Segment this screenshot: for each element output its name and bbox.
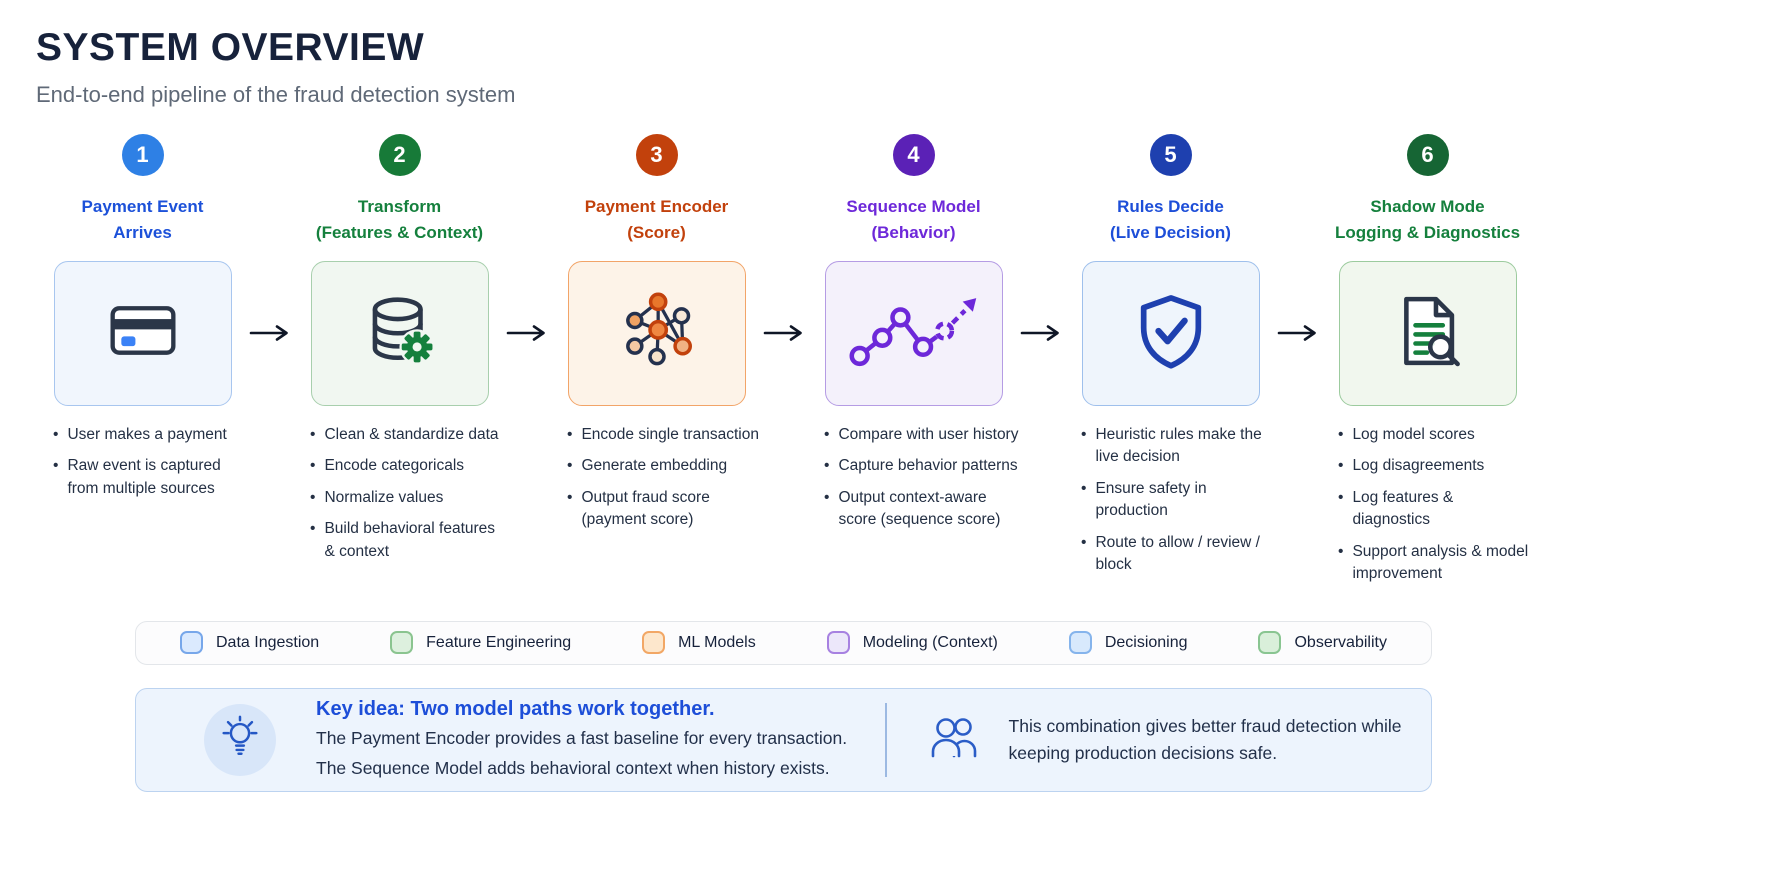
stage-number-badge: 1 — [121, 134, 164, 176]
legend-item-observability: Observability — [1258, 631, 1387, 655]
stage-title: Payment Event Arrives — [81, 197, 204, 242]
key-idea-banner: Key idea: Two model paths work together.… — [135, 687, 1432, 792]
people-icon — [925, 714, 985, 765]
flow-arrow-icon — [1277, 324, 1321, 342]
legend-swatch — [642, 631, 666, 655]
legend-bar: Data Ingestion Feature Engineering ML Mo… — [135, 620, 1432, 665]
stage-number-badge: 4 — [892, 134, 935, 176]
trend-chart-icon — [848, 288, 980, 379]
legend-item-modeling-context: Modeling (Context) — [826, 631, 998, 655]
banner-right-text: This combination gives better fraud dete… — [1008, 715, 1402, 763]
stage-bullets: •Compare with user history •Capture beha… — [807, 424, 1020, 541]
bullet-item: •Log disagreements — [1338, 457, 1485, 475]
stage-number-badge: 5 — [1149, 134, 1192, 176]
banner-divider — [885, 702, 887, 777]
stage-rules-decide: 5 Rules Decide (Live Decision) •Heuristi… — [1064, 134, 1277, 586]
stage-sequence-model: 4 Sequence Model (Behavior) — [807, 134, 1020, 541]
document-search-icon — [1387, 290, 1469, 377]
stage-title: Payment Encoder (Score) — [584, 197, 729, 242]
stage-number-badge: 3 — [635, 134, 678, 176]
flow-arrow-icon — [763, 324, 807, 342]
lightbulb-icon — [217, 714, 263, 765]
stage-card — [1338, 261, 1517, 406]
database-gear-icon — [359, 290, 441, 377]
bullet-item: •Build behavioral features & context — [310, 520, 496, 560]
lightbulb-badge — [204, 703, 276, 776]
bullet-item: •Output fraud score (payment score) — [567, 488, 710, 529]
flow-arrow-icon — [249, 324, 293, 342]
bullet-item: •Raw event is captured from multiple sou… — [53, 457, 221, 497]
shield-check-icon — [1130, 290, 1212, 377]
key-idea-line-1: The Payment Encoder provides a fast base… — [316, 728, 848, 749]
bullet-item: •Output context-aware score (sequence sc… — [824, 488, 1001, 529]
page-title: SYSTEM OVERVIEW — [36, 26, 425, 69]
stage-card — [53, 261, 232, 406]
key-idea-heading: Key idea: Two model paths work together. — [316, 698, 715, 721]
legend-swatch — [1068, 631, 1092, 655]
bullet-item: •Encode categoricals — [310, 457, 465, 475]
stage-title: Rules Decide (Live Decision) — [1110, 197, 1231, 242]
stage-title: Sequence Model (Behavior) — [846, 197, 981, 242]
stage-title: Transform (Features & Context) — [315, 197, 484, 242]
bullet-item: •Log model scores — [1338, 426, 1475, 443]
legend-item-data-ingestion: Data Ingestion — [180, 631, 319, 655]
bullet-item: •Log features & diagnostics — [1338, 488, 1454, 529]
bullet-item: •Heuristic rules make the live decision — [1081, 426, 1262, 466]
legend-swatch — [826, 631, 850, 655]
bullet-item: •Generate embedding — [567, 457, 728, 475]
bullet-item: •Encode single transaction — [567, 426, 759, 443]
legend-item-feature-engineering: Feature Engineering — [390, 631, 571, 655]
stage-bullets: •Clean & standardize data •Encode catego… — [293, 424, 506, 572]
stage-number-badge: 6 — [1406, 134, 1449, 176]
stage-payment-event: 1 Payment Event Arrives •User makes a pa… — [36, 134, 249, 509]
bullet-item: •Ensure safety in production — [1081, 479, 1207, 520]
stage-card — [310, 261, 489, 406]
neural-network-icon — [615, 289, 699, 378]
bullet-item: •Clean & standardize data — [310, 426, 499, 443]
stage-card — [1081, 261, 1260, 406]
key-idea-line-2: The Sequence Model adds behavioral conte… — [316, 758, 830, 779]
legend-item-ml-models: ML Models — [642, 631, 756, 655]
legend-swatch — [390, 631, 414, 655]
stage-shadow-mode: 6 Shadow Mode Logging & Diagnostics — [1321, 134, 1534, 595]
stage-number-badge: 2 — [378, 134, 421, 176]
credit-card-icon — [104, 292, 182, 375]
key-idea-text: Key idea: Two model paths work together.… — [316, 698, 871, 782]
stage-bullets: •Log model scores •Log disagreements •Lo… — [1321, 424, 1534, 595]
stage-bullets: •User makes a payment •Raw event is capt… — [36, 424, 249, 509]
pipeline-row: 1 Payment Event Arrives •User makes a pa… — [0, 134, 1774, 595]
stage-transform: 2 Transform (Features & Context) — [293, 134, 506, 572]
stage-title: Shadow Mode Logging & Diagnostics — [1334, 197, 1521, 242]
bullet-item: •Capture behavior patterns — [824, 457, 1018, 475]
bullet-item: •Compare with user history — [824, 426, 1019, 443]
bullet-item: •User makes a payment — [53, 426, 227, 443]
bullet-item: •Support analysis & model improvement — [1338, 542, 1529, 583]
page-subtitle: End-to-end pipeline of the fraud detecti… — [36, 82, 516, 107]
flow-arrow-icon — [1020, 324, 1064, 342]
header: SYSTEM OVERVIEW End-to-end pipeline of t… — [0, 0, 1774, 108]
stage-card — [567, 261, 746, 406]
stage-bullets: •Heuristic rules make the live decision … — [1064, 424, 1277, 586]
flow-arrow-icon — [506, 324, 550, 342]
legend-swatch — [180, 631, 203, 655]
stage-payment-encoder: 3 Payment Encoder (Score) — [550, 134, 763, 541]
legend-item-decisioning: Decisioning — [1068, 631, 1188, 655]
bullet-item: •Route to allow / review / block — [1081, 533, 1260, 574]
stage-card — [824, 261, 1003, 406]
stage-bullets: •Encode single transaction •Generate emb… — [550, 424, 763, 541]
bullet-item: •Normalize values — [310, 488, 444, 506]
legend-swatch — [1258, 631, 1282, 655]
